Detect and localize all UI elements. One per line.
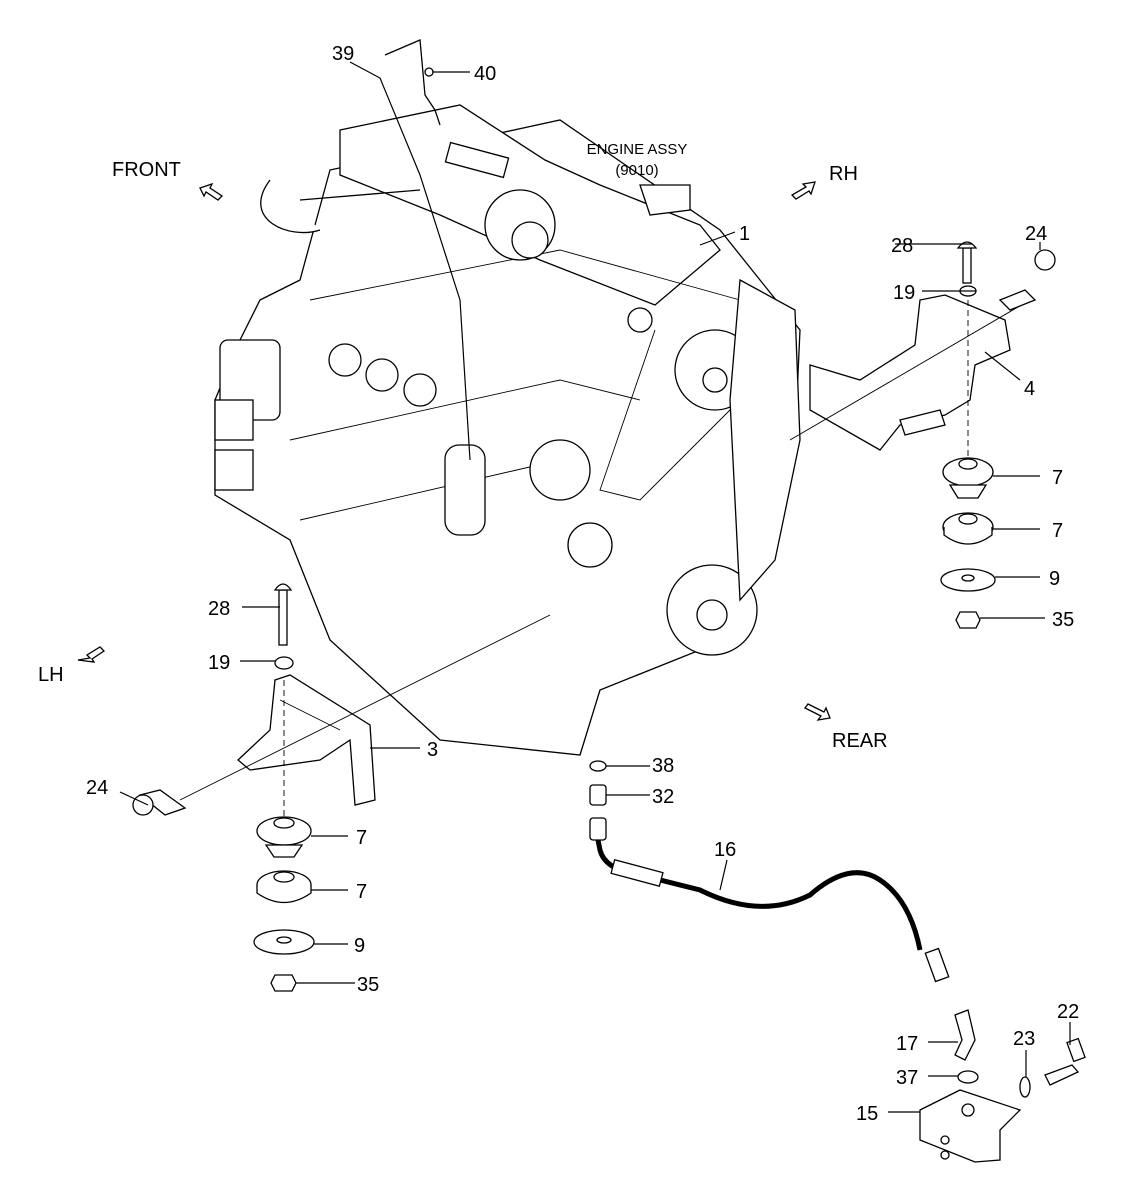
callout-16[interactable]: 16	[714, 839, 736, 861]
rh-mount-group	[789, 241, 1056, 629]
callout-7-rh-b[interactable]: 7	[1052, 520, 1063, 542]
rear-arrow-icon	[804, 703, 831, 721]
callout-9-lh[interactable]: 9	[354, 935, 365, 957]
callout-7-lh-a[interactable]: 7	[356, 827, 367, 849]
callout-4[interactable]: 4	[1024, 378, 1035, 400]
callout-17[interactable]: 17	[896, 1033, 918, 1055]
callout-37[interactable]: 37	[896, 1067, 918, 1089]
callout-28-lh[interactable]: 28	[208, 598, 230, 620]
callout-35-lh[interactable]: 35	[357, 974, 379, 996]
callout-38[interactable]: 38	[652, 755, 674, 777]
callout-3[interactable]: 3	[427, 739, 438, 761]
callout-24-rh[interactable]: 24	[1025, 223, 1047, 245]
drain-hose-group	[589, 760, 1086, 1163]
callout-7-rh-a[interactable]: 7	[1052, 467, 1063, 489]
part-40	[424, 67, 434, 77]
callout-24-lh[interactable]: 24	[86, 777, 108, 799]
callout-22[interactable]: 22	[1057, 1001, 1079, 1023]
engine-assy-title: ENGINE ASSY	[587, 141, 688, 158]
callout-15[interactable]: 15	[856, 1103, 878, 1125]
engine-assembly	[214, 104, 801, 756]
rh-arrow-icon	[790, 181, 816, 200]
callout-1[interactable]: 1	[739, 223, 750, 245]
part-39-pipe	[384, 39, 441, 126]
direction-lh: LH	[38, 664, 64, 686]
callout-9-rh[interactable]: 9	[1049, 568, 1060, 590]
lh-arrow-icon	[77, 646, 106, 663]
direction-rh: RH	[829, 163, 858, 185]
engine-assy-code: (9010)	[615, 162, 658, 179]
direction-rear: REAR	[832, 730, 888, 752]
callout-19-lh[interactable]: 19	[208, 652, 230, 674]
callout-7-lh-b[interactable]: 7	[356, 881, 367, 903]
lh-mount-group	[119, 583, 551, 992]
callout-39[interactable]: 39	[332, 43, 354, 65]
front-arrow-icon	[199, 182, 224, 201]
callout-28-rh[interactable]: 28	[891, 235, 913, 257]
callout-23[interactable]: 23	[1013, 1028, 1035, 1050]
callout-35-rh[interactable]: 35	[1052, 609, 1074, 631]
callout-32[interactable]: 32	[652, 786, 674, 808]
direction-front: FRONT	[112, 159, 181, 181]
callout-19-rh[interactable]: 19	[893, 282, 915, 304]
callout-40[interactable]: 40	[474, 63, 496, 85]
